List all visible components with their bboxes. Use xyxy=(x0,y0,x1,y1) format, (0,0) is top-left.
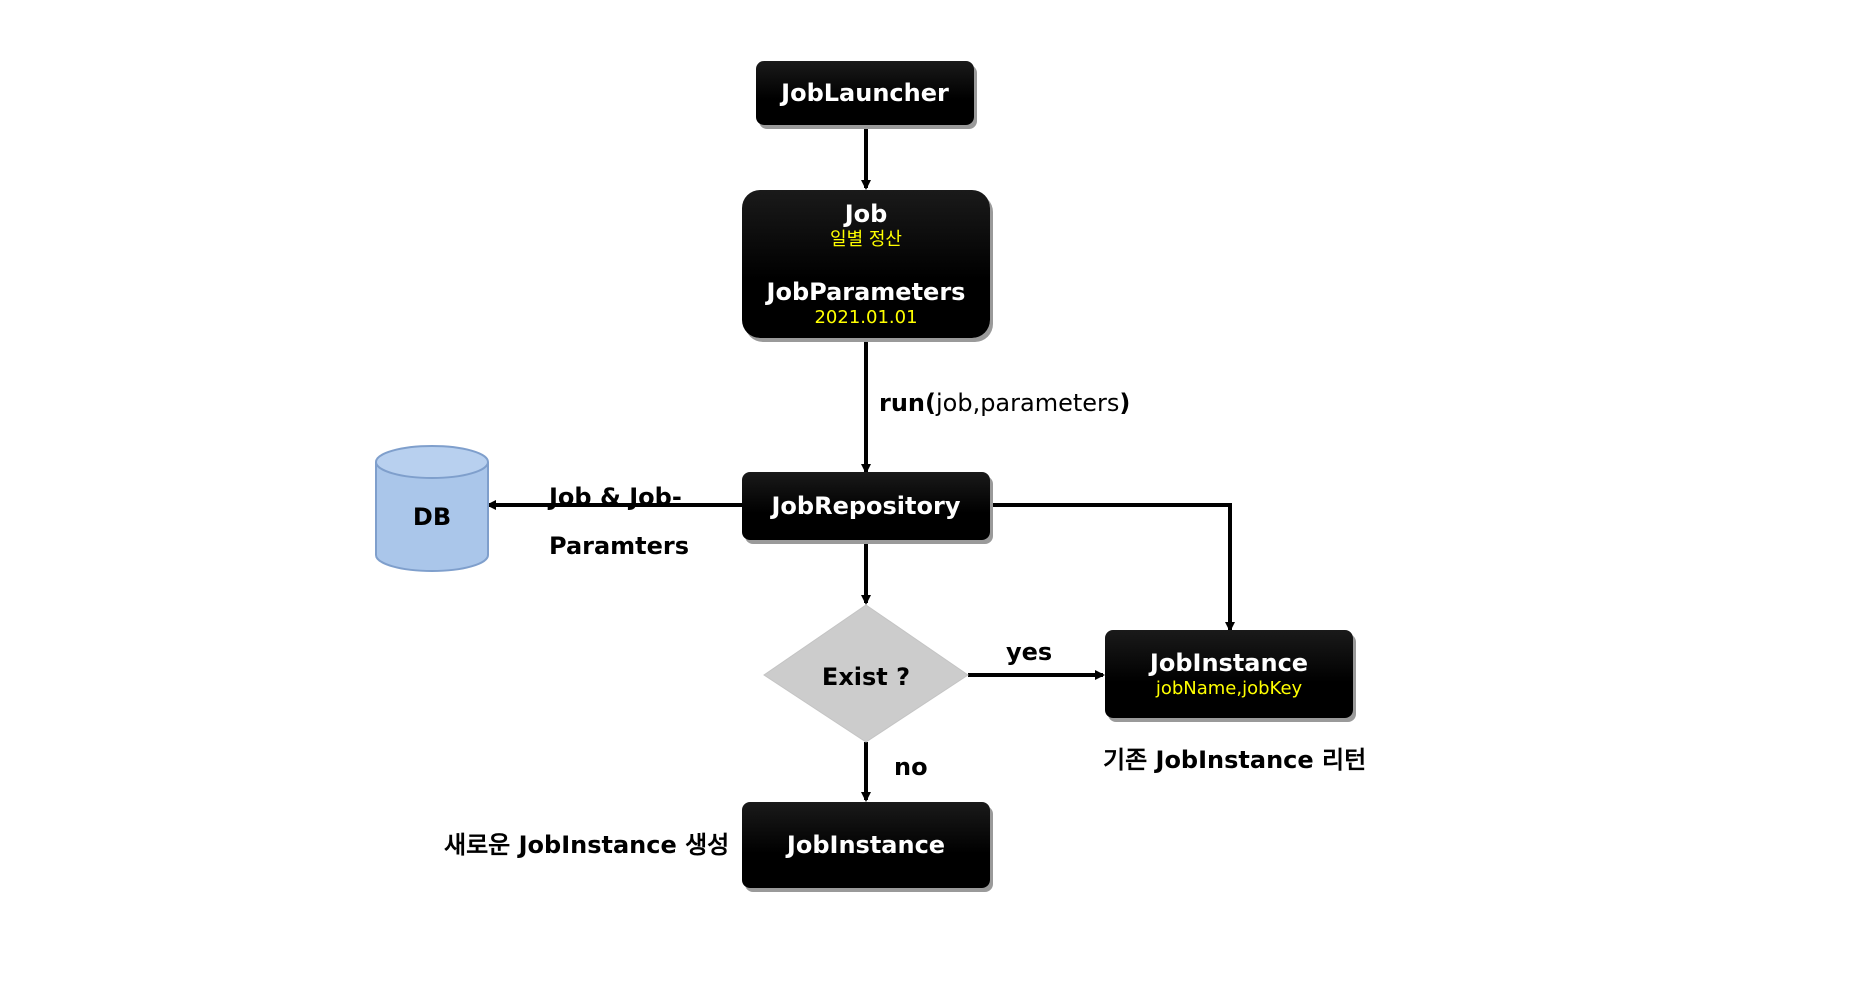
job-launcher-label: JobLauncher xyxy=(781,79,949,107)
run-close-paren: ) xyxy=(1119,389,1131,417)
decision-diamond xyxy=(763,604,969,743)
job-instance-existing-node: JobInstance jobName,jobKey xyxy=(1105,630,1353,718)
db-cylinder xyxy=(375,445,489,572)
yes-edge-label: yes xyxy=(1006,638,1053,666)
job-parameters-label: JobParameters xyxy=(766,278,966,306)
db-edge-label-line2: Paramters xyxy=(549,532,690,560)
job-instance-existing-label: JobInstance xyxy=(1149,649,1309,677)
job-instance-new-label: JobInstance xyxy=(786,831,946,859)
job-launcher-node: JobLauncher xyxy=(756,61,974,125)
job-instance-existing-sub: jobName,jobKey xyxy=(1155,678,1303,699)
return-existing-annotation: 기존 JobInstance 리턴 xyxy=(1103,746,1367,774)
job-sub-label: 일별 정산 xyxy=(830,229,902,250)
run-keyword: run( xyxy=(879,389,936,417)
job-repository-node: JobRepository xyxy=(742,472,990,540)
job-parameters-value: 2021.01.01 xyxy=(814,307,918,328)
db-label: DB xyxy=(412,503,452,531)
decision-label: Exist ? xyxy=(821,663,911,691)
db-edge-label-line1: Job & Job- xyxy=(549,483,682,511)
job-label: Job xyxy=(844,200,888,228)
run-arguments: job,parameters xyxy=(935,389,1120,417)
job-instance-new-node: JobInstance xyxy=(742,802,990,888)
job-repository-label: JobRepository xyxy=(771,492,961,520)
job-node: Job 일별 정산 JobParameters 2021.01.01 xyxy=(742,190,990,338)
create-new-annotation: 새로운 JobInstance 생성 xyxy=(444,831,730,859)
no-edge-label: no xyxy=(894,753,928,781)
edge-repository-to-existing-instance xyxy=(990,503,1235,632)
run-edge-label: run(job,parameters) xyxy=(879,388,1130,418)
